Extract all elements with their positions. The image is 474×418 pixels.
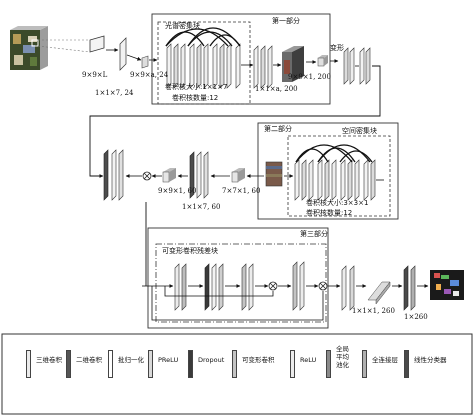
- head-layers: [341, 265, 355, 311]
- stage1-shape-b: 9×9×a, 24: [130, 71, 169, 79]
- resblock-layers-1: [174, 263, 187, 311]
- legend-label: Dropout: [198, 356, 225, 364]
- legend-swatch: [290, 350, 295, 378]
- legend-swatch: [326, 350, 331, 378]
- stage3-shape-b: 1×260: [404, 313, 428, 321]
- resblock-add-1: [268, 281, 278, 291]
- legend-swatch: [404, 350, 409, 378]
- fc-layers: [403, 265, 416, 311]
- stage1-conv3d: [119, 37, 127, 71]
- stage1-tail-layers: [343, 47, 371, 85]
- pooled-bar: [367, 281, 391, 305]
- resblock-add-2: [318, 281, 328, 291]
- stage2-add-node: [142, 171, 152, 181]
- stage1-kernel-size: 卷积核大小:1×1×7: [165, 83, 228, 91]
- legend-label: 全连接层: [372, 356, 398, 364]
- legend-label: 可变形卷积: [242, 356, 275, 364]
- spectral-dense-block: [165, 27, 241, 89]
- legend-label: 三维卷积: [36, 356, 62, 364]
- classification-map: [430, 270, 464, 300]
- legend-label: PReLU: [158, 356, 179, 364]
- spatial-dense-block: [294, 144, 376, 201]
- legend-swatch: [108, 350, 113, 378]
- legend-label: 二维卷积: [76, 356, 102, 364]
- stage1-shape-d: 9×9×1, 200: [288, 73, 331, 81]
- spectral-block-title: 光谱密集块: [165, 22, 200, 30]
- residual-block-title: 可变形卷积残差块: [162, 247, 218, 255]
- stage2-mid-layers: [189, 151, 209, 199]
- part1-title: 第一部分: [272, 17, 300, 25]
- legend-label: ReLU: [300, 356, 317, 364]
- input-hsi-cube: [10, 26, 48, 70]
- stage2-shape-c: 1×1×7, 60: [182, 203, 221, 211]
- stage1-shape-a: 1×1×7, 24: [95, 89, 134, 97]
- legend-swatch: [232, 350, 237, 378]
- stage2-texture-block: [265, 161, 283, 187]
- resblock-layers-2: [204, 263, 224, 311]
- input-size-label: 9×9×L: [82, 71, 108, 79]
- stage2-kernel-size: 卷积核大小:3×3×1: [306, 199, 369, 207]
- stage2-shape-a: 9×9×1, 60: [158, 187, 197, 195]
- legend-label: 线性分类器: [414, 356, 447, 364]
- legend-swatch: [26, 350, 31, 378]
- part3-title: 第三部分: [300, 230, 328, 238]
- stage3-shape-a: 1×1×1, 260: [352, 307, 395, 315]
- legend-swatch: [188, 350, 193, 378]
- stage1-kernel-count: 卷积核数量:12: [172, 94, 219, 102]
- stage1-post-layers: [253, 45, 273, 89]
- part2-frame: [257, 122, 399, 220]
- resblock-layers-4: [292, 261, 305, 311]
- stage2-small-cube: [162, 168, 176, 183]
- part2-title: 第二部分: [264, 125, 292, 133]
- stage2-small-cube-2: [231, 168, 245, 183]
- reshape-cube: [317, 55, 328, 67]
- stage1-output-cube: [282, 46, 304, 82]
- stage1-feature-cube: [141, 55, 149, 69]
- legend-swatch: [362, 350, 367, 378]
- resblock-layers-3: [241, 263, 254, 311]
- legend-swatch: [148, 350, 153, 378]
- legend-swatch: [66, 350, 71, 378]
- stage2-kernel-count: 卷积核数量:12: [306, 209, 353, 217]
- reshape-label: 变形: [330, 44, 344, 52]
- spatial-block-title: 空间密集块: [342, 127, 377, 135]
- input-patch: [37, 35, 105, 53]
- stage2-shape-b: 7×7×1, 60: [222, 187, 261, 195]
- legend-label: 全局 平均 池化: [336, 345, 349, 369]
- stage2-out-layers: [103, 149, 124, 201]
- stage1-shape-c: 1×1×a, 200: [255, 85, 298, 93]
- legend-label: 批归一化: [118, 356, 144, 364]
